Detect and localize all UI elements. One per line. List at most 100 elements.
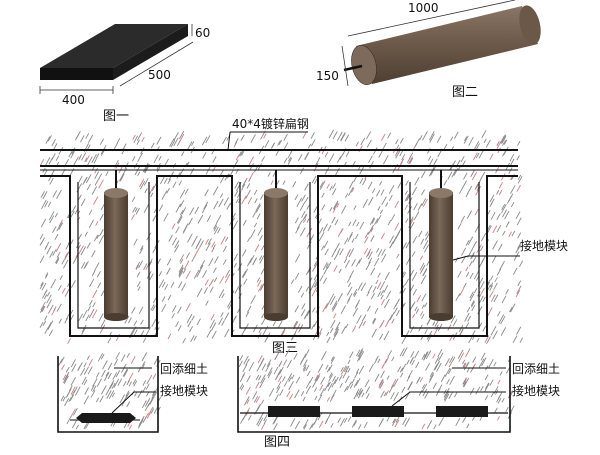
- soil-dash: [325, 364, 329, 370]
- soil-dash: [470, 169, 475, 178]
- soil-dash: [64, 252, 69, 259]
- soil-dash: [347, 233, 353, 243]
- soil-dash: [179, 200, 185, 208]
- soil-dash: [316, 375, 320, 382]
- soil-dash: [367, 181, 373, 190]
- soil-dash: [161, 296, 166, 302]
- soil-dash: [475, 185, 481, 196]
- soil-dash: [432, 382, 437, 390]
- soil-dash: [71, 280, 76, 288]
- soil-dash: [378, 379, 384, 386]
- soil-dash: [406, 375, 411, 382]
- soil-dash: [414, 306, 418, 312]
- soil-dash: [484, 374, 489, 381]
- fig2-diameter-label: 150: [316, 69, 339, 83]
- soil-dash: [379, 418, 384, 425]
- soil-dash: [302, 396, 306, 402]
- soil-dash: [139, 180, 146, 190]
- soil-dash: [516, 285, 522, 294]
- soil-dash: [429, 131, 435, 141]
- soil-dash: [425, 231, 429, 237]
- soil-dash: [423, 351, 428, 358]
- soil-dash: [503, 139, 508, 145]
- soil-dash: [254, 198, 258, 204]
- soil-dash: [219, 276, 225, 285]
- soil-dash: [88, 219, 94, 228]
- figure-3: 40*4镀锌扁钢 接地模块 图三: [39, 117, 568, 356]
- soil-dash: [356, 314, 362, 324]
- soil-dash: [206, 215, 211, 223]
- soil-dash: [112, 372, 118, 380]
- soil-dash: [94, 171, 100, 179]
- soil-dash: [279, 389, 284, 397]
- soil-dash: [99, 324, 106, 334]
- soil-dash: [389, 241, 394, 249]
- soil-dash: [463, 377, 470, 387]
- soil-dash: [214, 256, 219, 264]
- soil-dash: [287, 373, 293, 382]
- soil-dash: [429, 158, 434, 166]
- soil-dash: [177, 306, 182, 314]
- soil-dash: [344, 237, 349, 245]
- soil-dash: [80, 246, 86, 256]
- soil-dash: [175, 226, 180, 234]
- soil-dash: [309, 423, 314, 430]
- soil-dash: [87, 305, 92, 312]
- soil-dash: [122, 143, 127, 151]
- soil-dash: [136, 281, 141, 288]
- soil-dash: [385, 390, 389, 396]
- soil-dash: [411, 271, 418, 281]
- soil-dash: [156, 136, 162, 145]
- soil-dash: [77, 362, 83, 372]
- soil-dash: [81, 152, 87, 161]
- soil-dash: [325, 263, 329, 269]
- soil-dash: [330, 423, 334, 428]
- soil-dash: [333, 202, 339, 211]
- soil-dash: [452, 319, 458, 327]
- soil-dash: [265, 362, 271, 372]
- soil-dash: [337, 247, 341, 253]
- soil-dash: [255, 374, 260, 381]
- soil-dash: [41, 199, 47, 210]
- soil-dash: [489, 290, 494, 298]
- soil-dash: [210, 278, 214, 284]
- soil-dash: [302, 364, 307, 371]
- soil-dash: [508, 167, 513, 174]
- soil-dash: [173, 137, 179, 147]
- soil-dash: [178, 180, 182, 186]
- soil-dash: [436, 135, 442, 143]
- soil-dash: [390, 379, 397, 389]
- soil-dash: [239, 383, 244, 390]
- fig4-left-soil-texture: [58, 352, 162, 430]
- soil-dash: [328, 153, 335, 163]
- soil-dash: [496, 268, 502, 276]
- soil-dash: [465, 266, 469, 272]
- soil-dash: [346, 381, 352, 391]
- soil-dash: [179, 254, 185, 262]
- soil-dash: [255, 396, 260, 404]
- fig1-height-label: 60: [195, 26, 210, 40]
- soil-dash: [356, 387, 362, 397]
- soil-dash: [468, 260, 473, 267]
- soil-dash: [450, 315, 456, 324]
- soil-dash: [321, 192, 325, 198]
- soil-dash: [134, 166, 140, 176]
- soil-dash: [61, 258, 65, 265]
- soil-dash: [359, 166, 364, 175]
- soil-dash: [339, 248, 344, 256]
- soil-dash: [401, 363, 407, 372]
- soil-dash: [246, 305, 252, 313]
- soil-dash: [56, 251, 61, 258]
- soil-dash: [45, 136, 51, 144]
- soil-dash: [51, 139, 56, 147]
- soil-dash: [383, 154, 389, 165]
- soil-dash: [341, 326, 347, 335]
- soil-dash: [326, 396, 330, 402]
- soil-dash: [140, 319, 144, 325]
- soil-dash: [242, 268, 248, 279]
- soil-dash: [87, 366, 93, 375]
- soil-dash: [395, 150, 401, 159]
- soil-dash: [97, 173, 103, 181]
- soil-dash: [142, 400, 147, 409]
- soil-dash: [343, 366, 348, 373]
